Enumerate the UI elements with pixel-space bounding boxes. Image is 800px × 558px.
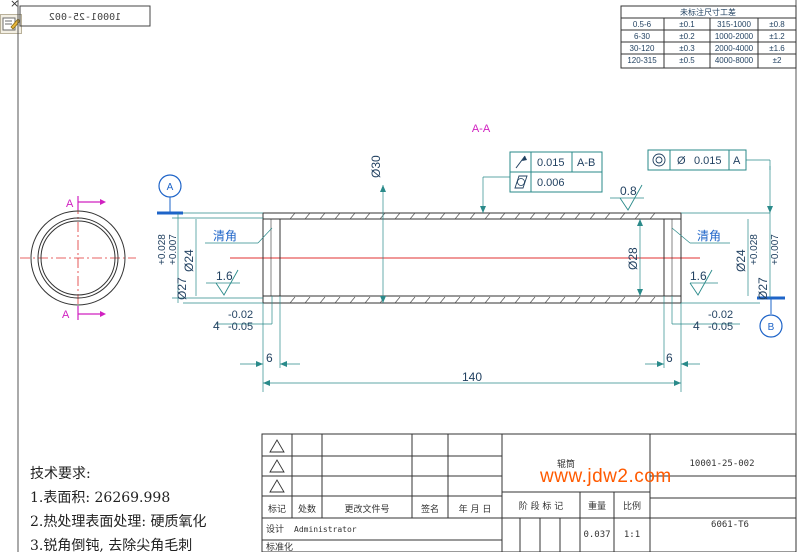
watermark: www.jdw2.com — [540, 466, 672, 487]
dim-roughness-top: 0.8 — [620, 184, 637, 198]
tube-section — [230, 212, 700, 304]
tol-cell: ±0.2 — [679, 32, 695, 41]
fcf-right-reference: A — [733, 155, 741, 167]
technical-requirements: 技术要求: 1.表面积: 26269.998 2.热处理表面处理: 硬质氧化 3… — [30, 462, 250, 558]
tol-cell: ±0.3 — [679, 44, 695, 53]
designer-name: Administrator — [294, 525, 357, 534]
tol-cell: 0.5-6 — [633, 20, 652, 29]
header-weight: 重量 — [588, 500, 606, 512]
datum-a: A — [157, 174, 183, 215]
tol-cell: ±0.8 — [769, 20, 785, 29]
tol-cell: 1000-2000 — [715, 32, 754, 41]
dim-left-outer-dia: Ø27 — [175, 277, 189, 300]
chamfer-right-note: 清角 — [697, 229, 721, 243]
tolerance-table-title: 未标注尺寸工差 — [680, 7, 736, 17]
tol-cell: ±2 — [773, 56, 782, 65]
dim-step-right: 6 — [666, 351, 673, 365]
tol-cell: 4000-8000 — [715, 56, 754, 65]
tol-cell: ±1.2 — [769, 32, 785, 41]
tech-requirement-item: 3.锐角倒钝, 去除尖角毛刺 — [30, 538, 193, 554]
section-marker-top: A — [66, 198, 74, 210]
dim-groove-left-main: 4 — [213, 319, 220, 333]
dim-groove-right-lower: -0.05 — [708, 321, 733, 333]
fcf-left: 0.015 A-B 0.006 — [509, 151, 603, 193]
dim-inner-dia: Ø30 — [369, 155, 383, 178]
tol-cell: ±1.6 — [769, 44, 785, 53]
dim-roughness-left: 1.6 — [216, 269, 233, 283]
dim-roughness-right: 1.6 — [690, 269, 707, 283]
tol-cell: 6-30 — [634, 32, 651, 41]
standard-label: 标准化 — [266, 541, 293, 552]
weight-value: 0.037 — [583, 530, 610, 540]
title-drawing-number: 10001-25-002 — [689, 459, 754, 469]
dim-groove-left-upper: -0.02 — [228, 309, 253, 321]
dim-groove-right-main: 4 — [693, 319, 700, 333]
header-count: 处数 — [298, 503, 316, 515]
tol-cell: 315-1000 — [717, 20, 751, 29]
fcf-right-symbol: Ø — [677, 155, 686, 167]
tol-cell: 120-315 — [627, 56, 657, 65]
chamfer-left-note: 清角 — [213, 229, 237, 243]
dim-total-length: 140 — [462, 370, 482, 384]
fcf-left-cylindricity: 0.006 — [537, 177, 565, 189]
header-date: 年 月 日 — [459, 503, 492, 515]
datum-b: B — [757, 296, 785, 338]
header-scale: 比例 — [623, 500, 641, 512]
fcf-left-reference: A-B — [577, 157, 595, 169]
end-view: A A — [20, 196, 136, 321]
header-doc: 更改文件号 — [344, 503, 389, 515]
dim-step-left: 6 — [266, 351, 273, 365]
close-icon[interactable]: × — [10, 0, 20, 10]
edit-document-icon[interactable] — [0, 14, 22, 34]
dim-right-inner-dia: Ø24 — [734, 249, 748, 272]
designer-label: 设计 — [266, 523, 284, 535]
tol-cell: 2000-4000 — [715, 44, 754, 53]
scale-value: 1:1 — [624, 530, 640, 540]
dimension-arrows — [256, 185, 773, 386]
dim-right-lower-tol: +0.007 — [770, 234, 781, 265]
dim-groove-left-lower: -0.05 — [228, 321, 253, 333]
flipped-drawing-number: 10001-25-002 — [49, 12, 121, 23]
dimension-lines — [172, 166, 771, 392]
dim-right-upper-tol: +0.028 — [749, 234, 760, 265]
tol-cell: 30-120 — [630, 44, 655, 53]
datum-a-label: A — [167, 182, 174, 193]
section-marker-bottom: A — [62, 309, 70, 321]
tol-cell: ±0.1 — [679, 20, 695, 29]
roughness-symbols — [215, 184, 713, 296]
dim-left-lower-tol: +0.007 — [168, 234, 179, 265]
header-mark: 标记 — [268, 503, 286, 515]
flipped-number-box: 10001-25-002 — [19, 5, 151, 27]
fcf-right-tolerance: 0.015 — [694, 155, 722, 167]
header-stage: 阶 段 标 记 — [519, 500, 564, 512]
part-name: 辊筒 — [557, 458, 575, 470]
hatching-bottom — [289, 296, 656, 304]
dim-bore-dia: Ø28 — [626, 247, 640, 270]
dim-groove-right-upper: -0.02 — [708, 309, 733, 321]
material: 6061-T6 — [711, 520, 749, 530]
tech-requirement-item: 2.热处理表面处理: 硬质氧化 — [30, 514, 207, 530]
title-block-text: 辊筒 10001-25-002 6061-T6 标记 处数 更改文件号 签名 年… — [266, 458, 755, 552]
dimension-texts: Ø30 Ø28 0.8 Ø27 +0.028 +0.007 Ø24 清角 1.6… — [157, 155, 781, 384]
datum-b-label: B — [768, 322, 775, 333]
fcf-left-tolerance: 0.015 — [537, 157, 565, 169]
section-title: A-A — [472, 123, 491, 135]
tolerance-table: 未标注尺寸工差 0.5-6 ±0.1 315-1000 ±0.8 6-30 ±0… — [620, 5, 797, 69]
tech-requirements-title: 技术要求: — [30, 466, 91, 482]
dim-left-upper-tol: +0.028 — [157, 234, 168, 265]
dim-right-outer-dia: Ø27 — [756, 277, 770, 300]
fcf-right: Ø 0.015 A — [647, 149, 771, 171]
dim-left-inner-dia: Ø24 — [182, 249, 196, 272]
hatching-top — [289, 212, 656, 220]
tech-requirement-item: 1.表面积: 26269.998 — [30, 490, 171, 506]
title-block — [261, 433, 797, 552]
header-sign: 签名 — [421, 503, 439, 515]
tol-cell: ±0.5 — [679, 56, 695, 65]
